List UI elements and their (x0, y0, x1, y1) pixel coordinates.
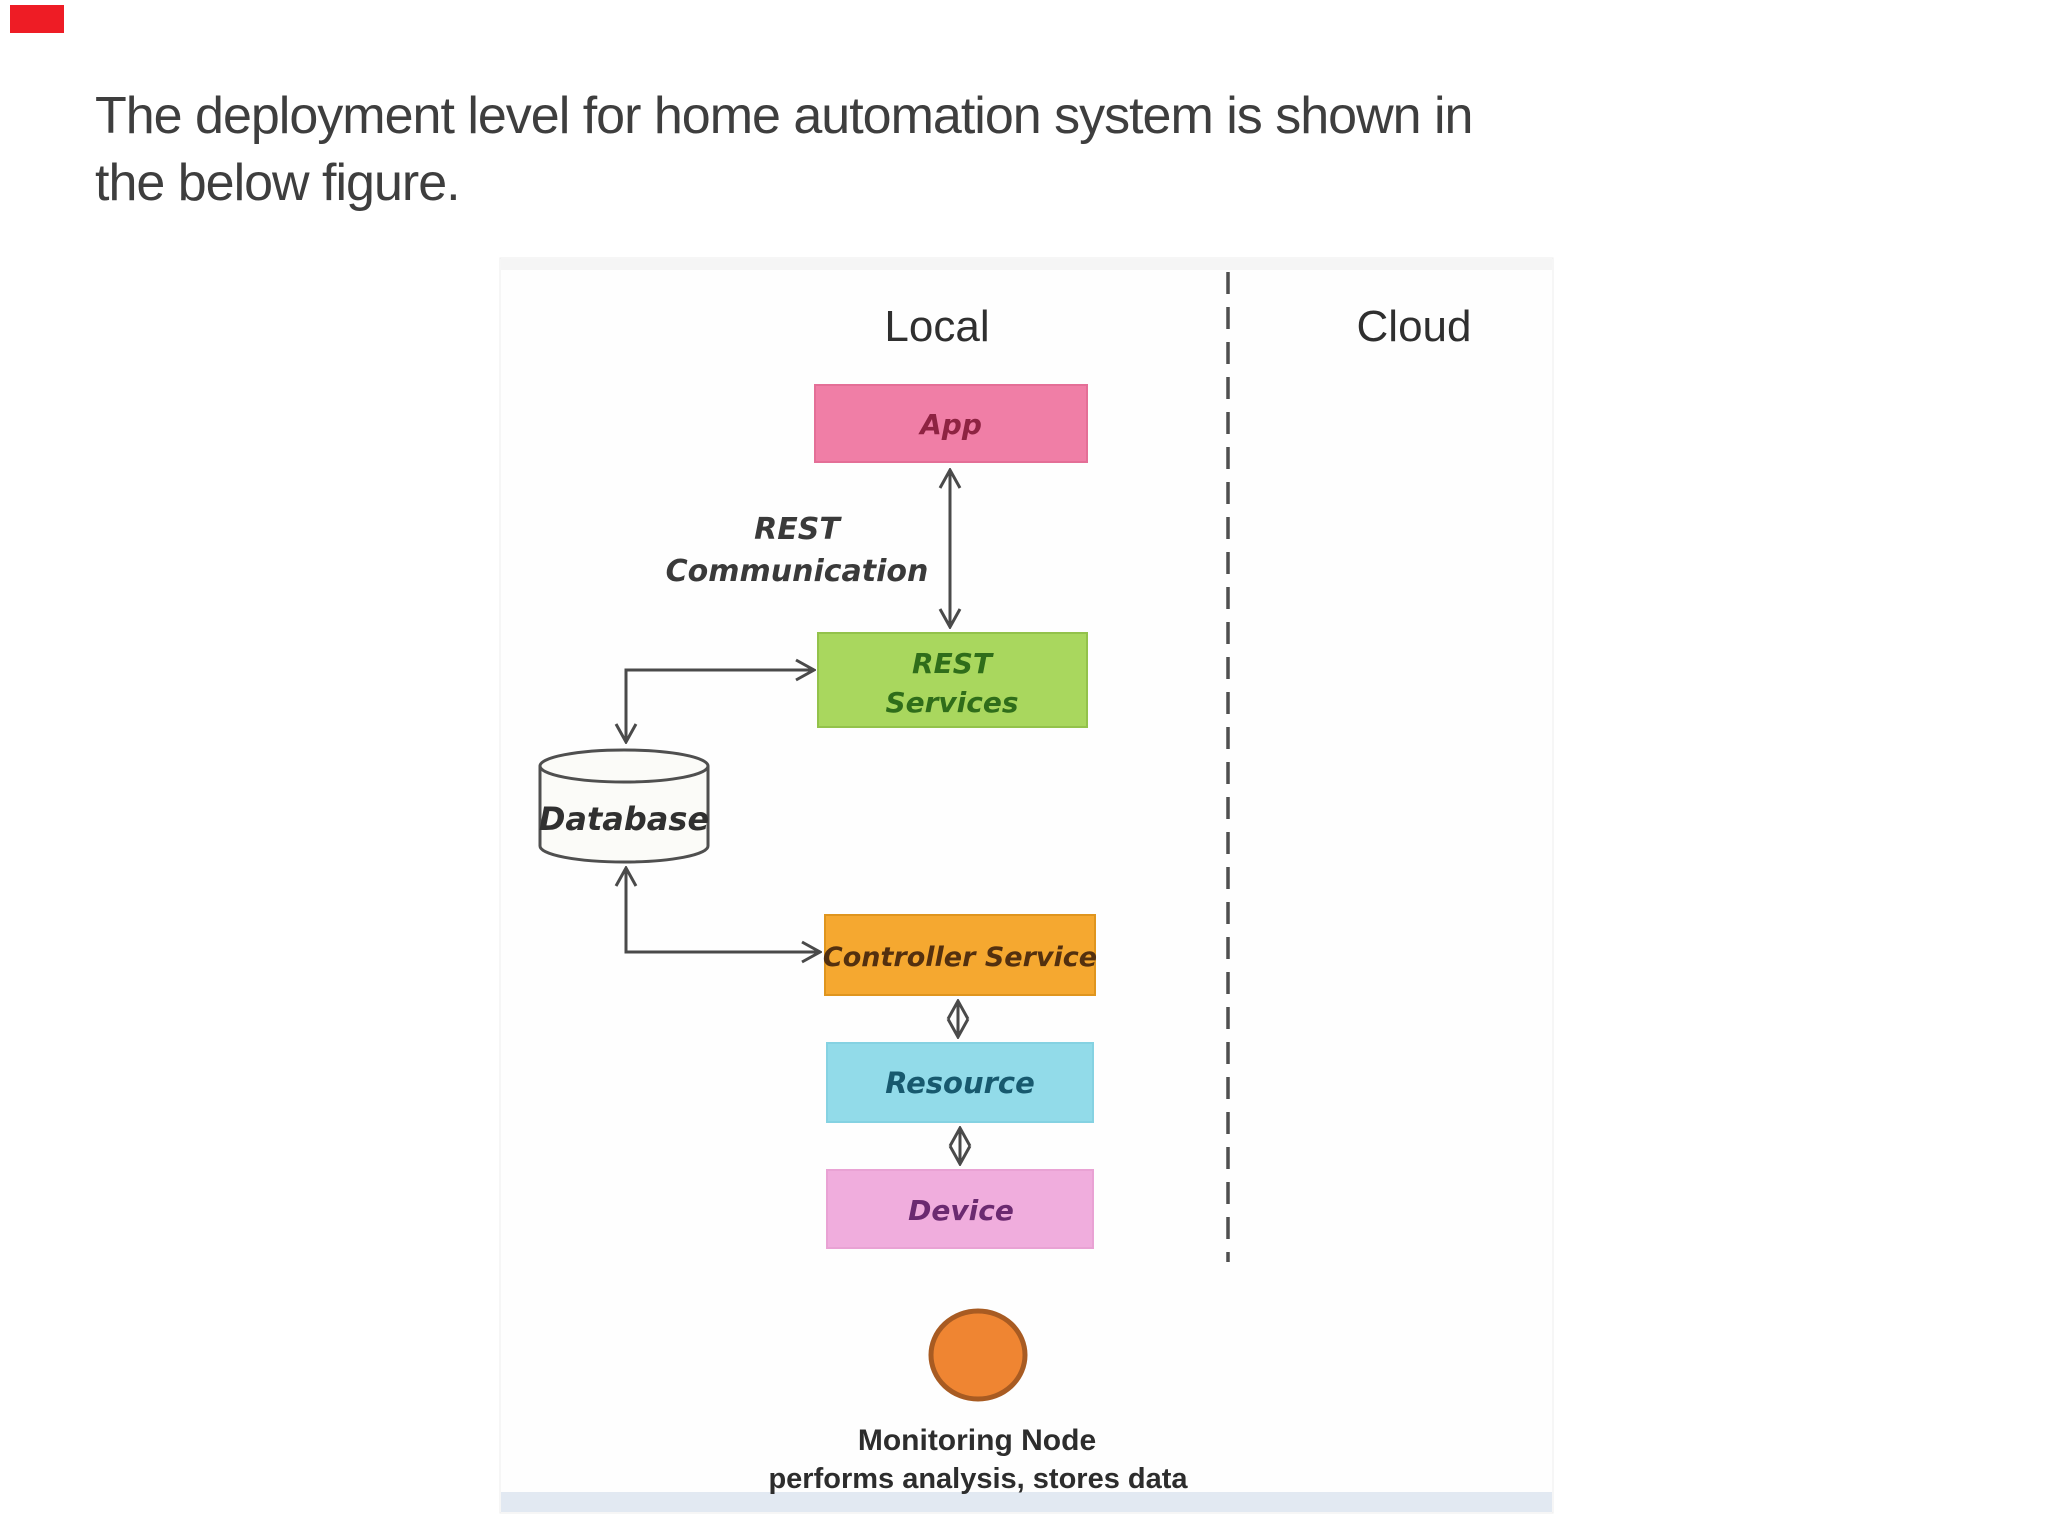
monitoring-node-caption-line2: performs analysis, stores data (768, 1463, 1188, 1495)
page-title-line2: the below figure. (95, 154, 460, 212)
node-device (826, 1169, 1094, 1249)
node-resource-label: Resource (885, 1066, 1035, 1100)
node-rest-services (817, 632, 1088, 728)
monitoring-node-caption-line1: Monitoring Node (858, 1424, 1096, 1457)
node-app-label: App (918, 408, 982, 441)
arrow-database-rest (626, 670, 814, 742)
database-cylinder-top (538, 748, 710, 784)
node-rest-services-label-line1: REST (912, 647, 994, 680)
node-controller-service (824, 914, 1096, 996)
node-device-label: Device (908, 1194, 1014, 1227)
red-marker (10, 5, 64, 33)
zone-label-cloud: Cloud (1357, 302, 1472, 351)
panel-top-band (501, 259, 1552, 270)
page-title-line1: The deployment level for home automation… (95, 87, 1472, 145)
node-controller-service-label: Controller Service (823, 942, 1097, 973)
rest-communication-label-line1: REST (754, 512, 842, 547)
node-resource (826, 1042, 1094, 1123)
rest-communication-label-line2: Communication (666, 554, 929, 589)
monitoring-node-circle (928, 1308, 1028, 1402)
database-cylinder-body (538, 766, 710, 864)
node-app (814, 384, 1088, 463)
panel-footer-strip (501, 1492, 1552, 1512)
zone-label-local: Local (884, 302, 989, 351)
node-database-label: Database (539, 800, 709, 838)
arrow-database-controller (626, 868, 820, 952)
node-rest-services-label-line2: Services (885, 686, 1018, 719)
